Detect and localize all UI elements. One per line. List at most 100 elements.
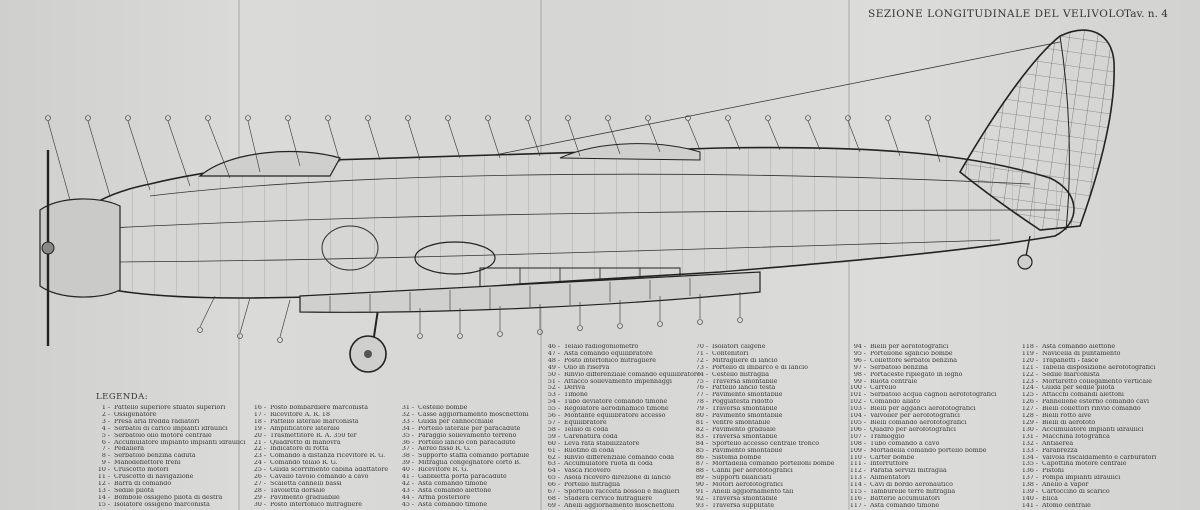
legend-item-label: Asta comando alettone — [418, 487, 492, 494]
legend-item-number: 81 - — [695, 419, 708, 426]
legend-item-number: 15 - — [97, 501, 110, 508]
legend-item: 95 -Portellone sgancio bombe — [848, 351, 997, 358]
legend-item-label: Accumulatore ruota di coda — [564, 461, 653, 468]
legend-item: 86 -Sistema bombe — [690, 455, 835, 462]
legend-item-number: 132 - — [1021, 440, 1038, 447]
legend-item-label: Bielli per agganci aerofotografici — [870, 406, 976, 413]
legend-item-label: Bielli per aerofotografici — [870, 344, 949, 350]
legend-item: 119 -Navicella di puntamento — [1020, 351, 1156, 358]
legend-item: 112 -Paratia servizi mitraglia — [848, 468, 997, 475]
legend-item-number: 140 - — [1021, 495, 1038, 502]
legend-item: 131 -Macchina fotografica — [1020, 434, 1156, 441]
legend-item-number: 92 - — [695, 495, 708, 502]
legend-item-label: Portellone sgancio bombe — [870, 350, 953, 357]
upper-stringer — [149, 173, 1031, 197]
legend-item-number: 1 - — [101, 405, 110, 411]
legend-item-label: Traversa smontabile — [712, 495, 778, 502]
callout-markers-bottom — [197, 292, 743, 343]
legend-item-label: Guida per sedile pilota — [1042, 385, 1115, 392]
legend-item-number: 78 - — [695, 399, 708, 406]
legend-item-number: 127 - — [1021, 406, 1038, 413]
legend-item-number: 33 - — [401, 418, 414, 425]
legend-item-number: 99 - — [853, 378, 866, 385]
legend-item: 122 -Sedile marconista — [1020, 372, 1156, 379]
legend-item-number: 136 - — [1021, 468, 1038, 475]
legend-item-number: 19 - — [253, 425, 266, 432]
legend-item-label: Poggiatesta ridotto — [712, 399, 774, 406]
legend-item-label: Asta comando timone — [870, 502, 940, 509]
legend-item-label: Indicatore di rotta — [270, 446, 329, 453]
legend-item-label: Traversa smontabile — [712, 406, 778, 413]
legend-item-label: Quadro per aerofotografici — [870, 426, 956, 433]
legend-item-number: 2 - — [101, 411, 110, 418]
legend-item-label: Bielli di aerofoto — [1042, 419, 1096, 426]
legend-item: 7 -Pedaliera — [92, 446, 246, 453]
legend-item-label: Pannellone esterno comando cavi — [1042, 399, 1149, 406]
legend-item-label: Canni per aerofotografici — [712, 468, 793, 475]
legend-item: 58 -Telaio di coda — [542, 427, 701, 434]
legend-header: LEGENDA: — [96, 392, 149, 402]
legend-item: 40 -Ricevitore R. G. — [396, 467, 529, 474]
legend-item: 37 -Aereo fisso R. G. — [396, 446, 529, 453]
legend-item: 96 -Collettore serbatoi benzina — [848, 358, 997, 365]
legend-item-number: 129 - — [1021, 419, 1038, 426]
legend-item: 28 -Tavoletta dorsale — [248, 488, 388, 495]
fuel-tank — [414, 241, 496, 275]
legend-item-number: 23 - — [253, 453, 266, 460]
legend-item-label: Valvola riscaldamento e carburatori — [1042, 454, 1157, 461]
legend-item-number: 52 - — [547, 385, 560, 392]
legend-item: 101 -Serbatoio acqua cagnoli aerofotogra… — [848, 392, 997, 399]
legend-item-label: Cestello bombe — [418, 405, 468, 411]
legend-item-label: Bielli comando aerofotografici — [870, 419, 967, 426]
legend-item-number: 56 - — [547, 413, 560, 420]
legend-item-number: 61 - — [547, 447, 560, 454]
legend-item-number: 131 - — [1021, 433, 1038, 440]
legend-item: 2 -Ossigenatore — [92, 412, 246, 419]
legend-item-number: 74 - — [695, 371, 708, 378]
legend-item-label: Traversa supplitate — [712, 502, 775, 509]
legend-item-number: 130 - — [1021, 426, 1038, 433]
legend-item: 133 -Parabrezza — [1020, 448, 1156, 455]
legend-item: 18 -Pattello laterale marconista — [248, 419, 388, 426]
legend-item-number: 94 - — [853, 344, 866, 350]
legend-item-number: 35 - — [401, 432, 414, 439]
legend-item: 70 -Isolatori calgene — [690, 344, 835, 351]
legend-item: 42 -Asta comando timone — [396, 481, 529, 488]
legend-item: 130 -Accumulatore impianti idraulici — [1020, 427, 1156, 434]
legend-item: 72 -Mitragliere di lancio — [690, 358, 835, 365]
legend-item-number: 96 - — [853, 357, 866, 364]
legend-item: 1 - Pattello superiore sfilatoi superiori — [92, 405, 246, 412]
legend-item-label: Isolatore ossigeno marconista — [114, 501, 210, 508]
legend-item-label: Isolatori calgene — [712, 344, 766, 350]
legend-item-label: Accumulatore impianto impianti idraulici — [114, 439, 246, 446]
legend-item-label: Pattello superiore sfilatoi superiori — [114, 405, 226, 411]
legend-item-number: 60 - — [547, 440, 560, 447]
legend-item-number: 100 - — [849, 385, 866, 392]
legend-item-number: 141 - — [1021, 502, 1038, 509]
legend-item: 83 -Traversa smontabile — [690, 434, 835, 441]
legend-item-number: 75 - — [695, 378, 708, 385]
legend-item-label: Pavimento smontabile — [712, 447, 783, 454]
legend-item: 62 -Rinvio differenziale comando coda — [542, 455, 701, 462]
legend-item: 84 -Sportello accesso centrale tronco — [690, 441, 835, 448]
cockpit-canopy — [198, 150, 341, 177]
legend-item: 106 -Quadro per aerofotografici — [848, 427, 997, 434]
legend-item: 76 -Pattello lancio testa — [690, 385, 835, 392]
legend-item: 138 -Anello a Vapor — [1020, 482, 1156, 489]
legend-item-number: 105 - — [849, 419, 866, 426]
legend-item-label: Montante equilibratore accesso — [564, 413, 666, 420]
legend-item-label: Quadretto di manovra — [270, 439, 341, 446]
legend-item-number: 55 - — [547, 406, 560, 413]
legend-item-label: Stadera cervico mitragliere — [564, 495, 653, 502]
legend-item: 114 -Cavi di bordo aeronautico — [848, 482, 997, 489]
legend-item: 100 - Carrello — [848, 385, 997, 392]
legend-item-label: Pattello laterale marconista — [270, 418, 359, 425]
legend-item-label: Bombole ossigeno pilota di destra — [114, 494, 223, 501]
legend-item-label: Pompa impianti idraulici — [1042, 475, 1121, 482]
legend-item-label: Carrello — [870, 385, 897, 392]
legend-item-label: Cavallo tavolo comando a cavo — [270, 474, 369, 481]
legend-item-label: Leva rata stabilizzatore — [564, 440, 640, 447]
legend-item-number: 9 - — [101, 460, 110, 467]
legend-item: 111 -Interruttore — [848, 461, 997, 468]
